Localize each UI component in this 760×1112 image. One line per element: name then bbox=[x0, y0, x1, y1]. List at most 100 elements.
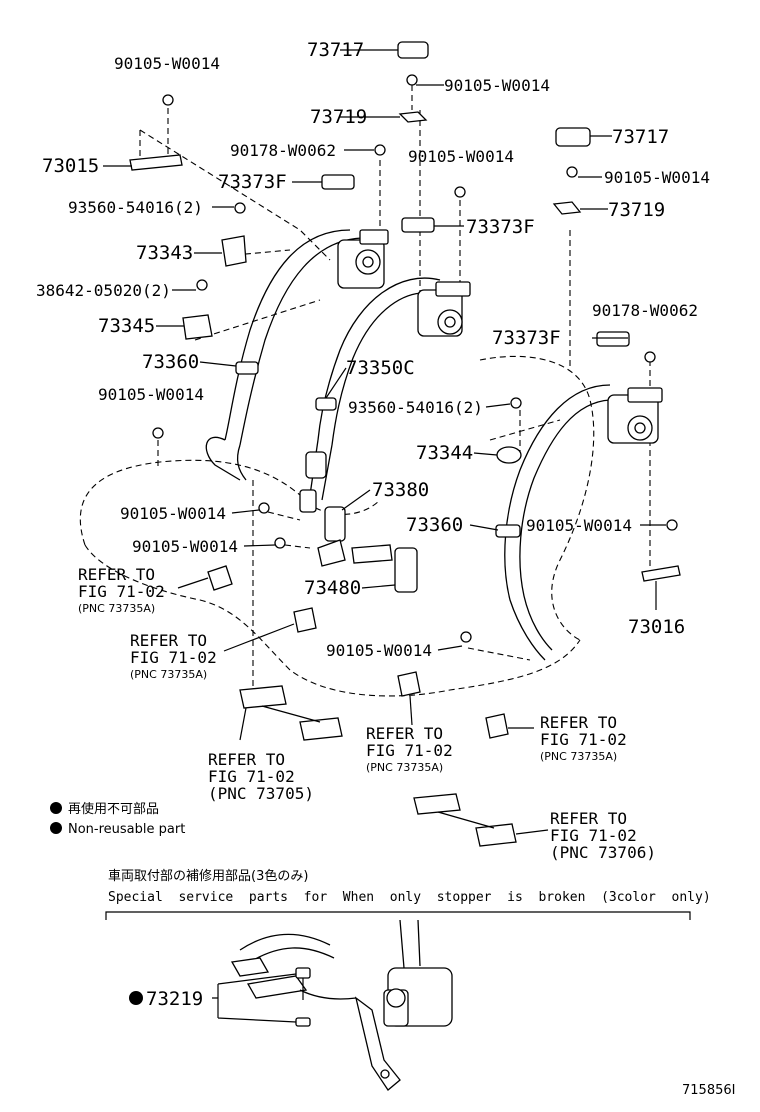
belt-left-slider bbox=[235, 361, 259, 375]
label-73345: 73345 bbox=[98, 315, 155, 337]
non-reusable-dot-icon bbox=[129, 991, 143, 1005]
cover-73373F-c bbox=[596, 331, 630, 347]
svg-text:(PNC 73735A): (PNC 73735A) bbox=[130, 668, 207, 681]
tongue-plate bbox=[305, 451, 327, 479]
bracket-73015 bbox=[129, 154, 183, 171]
nut bbox=[644, 351, 656, 363]
svg-text:FIG 71-02: FIG 71-02 bbox=[208, 767, 295, 786]
bolt bbox=[666, 519, 678, 531]
bolt bbox=[234, 202, 246, 214]
bolt bbox=[274, 537, 286, 549]
part-73345 bbox=[182, 314, 213, 340]
seat-outline bbox=[79, 110, 595, 697]
belt-right-slider bbox=[495, 524, 521, 538]
svg-text:REFER TO: REFER TO bbox=[366, 724, 443, 743]
refer-block-6: REFER TO FIG 71-02 (PNC 73706) bbox=[550, 809, 656, 862]
bolt bbox=[510, 397, 522, 409]
svg-text:FIG 71-02: FIG 71-02 bbox=[550, 826, 637, 845]
svg-text:REFER TO: REFER TO bbox=[540, 713, 617, 732]
label-73719-b: 73719 bbox=[608, 199, 665, 221]
label-90105-g: 90105-W0014 bbox=[526, 516, 632, 535]
label-90178-a: 90178-W0062 bbox=[230, 141, 336, 160]
label-90105-i: 90105-W0014 bbox=[326, 641, 432, 660]
special-en: Special service parts for When only stop… bbox=[108, 890, 711, 905]
small-parts bbox=[129, 41, 681, 847]
legend-dot-icon bbox=[50, 822, 62, 834]
belt-right bbox=[495, 384, 611, 661]
label-73480: 73480 bbox=[304, 577, 361, 599]
label-90105-d: 90105-W0014 bbox=[98, 385, 204, 404]
refer-block-3: REFER TO FIG 71-02 (PNC 73735A) bbox=[366, 724, 453, 774]
tongue bbox=[299, 489, 317, 513]
label-73015: 73015 bbox=[42, 155, 99, 177]
bolt bbox=[460, 631, 472, 643]
cover-73373F-a bbox=[321, 174, 355, 190]
bracket-73719-a bbox=[398, 111, 428, 123]
cover-73717-b bbox=[555, 127, 591, 147]
label-90105-h: 90105-W0014 bbox=[132, 537, 238, 556]
nut bbox=[374, 144, 386, 156]
bolt bbox=[406, 74, 418, 86]
belt-center bbox=[299, 277, 441, 513]
refer-block-1: REFER TO FIG 71-02 (PNC 73735A) bbox=[78, 565, 165, 615]
legend-en: Non-reusable part bbox=[68, 822, 185, 837]
svg-text:(PNC 73735A): (PNC 73735A) bbox=[78, 602, 155, 615]
label-73719-a: 73719 bbox=[310, 106, 367, 128]
cover-73373F-b bbox=[401, 217, 435, 233]
belt-left bbox=[205, 229, 363, 481]
label-90105-c: 90105-W0014 bbox=[408, 147, 514, 166]
part-labels: 73717 90105-W0014 73719 90105-W0014 7301… bbox=[36, 39, 710, 660]
ref-part-5 bbox=[239, 685, 343, 741]
svg-text:REFER TO: REFER TO bbox=[550, 809, 627, 828]
bracket-73016 bbox=[641, 565, 681, 582]
special-jp: 車両取付部の補修用部品(3色のみ) bbox=[108, 868, 308, 884]
refer-block-4: REFER TO FIG 71-02 (PNC 73735A) bbox=[540, 713, 627, 763]
svg-text:FIG 71-02: FIG 71-02 bbox=[540, 730, 627, 749]
label-73219: 73219 bbox=[146, 988, 203, 1010]
label-73360-a: 73360 bbox=[142, 351, 199, 373]
part-73343 bbox=[221, 235, 247, 267]
retractor-right bbox=[607, 387, 663, 444]
bracket-73719-b bbox=[552, 201, 582, 215]
label-73016: 73016 bbox=[628, 616, 685, 638]
retractor-left bbox=[337, 229, 389, 289]
ref-part-3 bbox=[397, 671, 421, 697]
svg-text:(PNC 73706): (PNC 73706) bbox=[550, 843, 656, 862]
buckle-73380 bbox=[324, 506, 346, 542]
ref-part-6 bbox=[413, 793, 517, 847]
svg-text:REFER TO: REFER TO bbox=[130, 631, 207, 650]
label-90105-b: 90105-W0014 bbox=[444, 76, 550, 95]
refer-block-5: REFER TO FIG 71-02 (PNC 73705) bbox=[208, 750, 314, 803]
stopper-top bbox=[295, 967, 311, 979]
bolt bbox=[454, 186, 466, 198]
bolt bbox=[258, 502, 270, 514]
label-73344: 73344 bbox=[416, 442, 473, 464]
label-73350C: 73350C bbox=[346, 357, 415, 379]
label-73380: 73380 bbox=[372, 479, 429, 501]
svg-text:(PNC 73705): (PNC 73705) bbox=[208, 784, 314, 803]
figure-id: 715856I bbox=[682, 1083, 735, 1098]
stopper-bottom bbox=[295, 1017, 311, 1027]
svg-text:FIG 71-02: FIG 71-02 bbox=[130, 648, 217, 667]
label-90178-b: 90178-W0062 bbox=[592, 301, 698, 320]
label-73343: 73343 bbox=[136, 242, 193, 264]
label-73360-b: 73360 bbox=[406, 514, 463, 536]
svg-text:(PNC 73735A): (PNC 73735A) bbox=[366, 761, 443, 774]
label-38642: 38642-05020(2) bbox=[36, 281, 171, 300]
legend: 再使用不可部品 Non-reusable part bbox=[50, 801, 185, 837]
label-93560-b: 93560-54016(2) bbox=[348, 398, 483, 417]
svg-text:FIG 71-02: FIG 71-02 bbox=[78, 582, 165, 601]
label-73717-a: 73717 bbox=[307, 39, 364, 61]
label-73717-b: 73717 bbox=[612, 126, 669, 148]
ref-part-2 bbox=[293, 607, 317, 633]
buckle-73480 bbox=[394, 547, 418, 593]
label-73373F-b: 73373F bbox=[466, 216, 535, 238]
ref-part-4 bbox=[485, 713, 509, 739]
belt-center-slider bbox=[315, 397, 337, 411]
svg-text:(PNC 73735A): (PNC 73735A) bbox=[540, 750, 617, 763]
svg-text:REFER TO: REFER TO bbox=[208, 750, 285, 769]
label-73373F-c: 73373F bbox=[492, 327, 561, 349]
svg-text:REFER TO: REFER TO bbox=[78, 565, 155, 584]
